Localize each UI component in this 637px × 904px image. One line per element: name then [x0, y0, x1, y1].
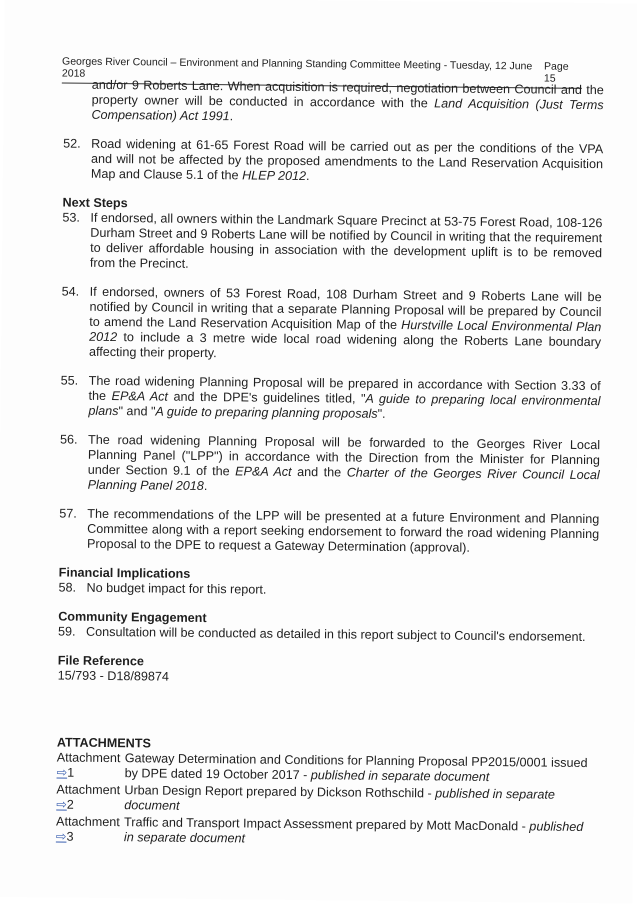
continued-paragraphs: and/or 9 Roberts Lane. When acquisition … [63, 78, 604, 188]
paragraph-number: 58. [58, 580, 77, 595]
text-run: " and " [118, 404, 156, 419]
attachment-link[interactable]: ⇨1 [57, 765, 125, 781]
paragraph-number: 52. [63, 136, 81, 151]
paragraph: 55. The road widening Planning Proposal w… [60, 373, 601, 424]
attachment-number[interactable]: 1 [67, 765, 75, 780]
attachment-number[interactable]: 2 [66, 797, 74, 812]
text-run: . [229, 109, 234, 124]
attachment-label-text: Attachment [56, 750, 121, 766]
text-run: to include a 3 metre wide local road wid… [88, 330, 602, 361]
text-run: EP&A Act [235, 464, 292, 479]
paragraph-text: If endorsed, all owners within the Landm… [90, 211, 603, 276]
attachment-arrow-icon[interactable]: ⇨ [56, 765, 68, 780]
attachment-label: Attachment⇨2 [56, 782, 124, 813]
page-number: Page 15 [543, 60, 569, 85]
text-run: EP&A Act [111, 389, 169, 404]
attachment-label-text: Attachment [56, 782, 121, 798]
text-run: . [305, 169, 310, 184]
text-run: and the DPE's guidelines titled, " [167, 389, 366, 406]
paragraph-text: If endorsed, owners of 53 Forest Road, 1… [89, 285, 602, 365]
paragraph-text: Road widening at 61-65 Forest Road will … [91, 137, 603, 187]
paragraph-number: 56. [60, 432, 78, 447]
text-run: Road widening at 61-65 Forest Road will … [90, 136, 604, 183]
attachment-description: Gateway Determination and Conditions for… [125, 751, 597, 786]
text-run: The recommendations of the LPP will be p… [86, 506, 600, 555]
paragraph-text: and/or 9 Roberts Lane. When acquisition … [91, 78, 603, 128]
paragraph-text: The road widening Planning Proposal will… [88, 433, 601, 498]
paragraph-number: 57. [59, 506, 77, 521]
text-run: HLEP 2012 [242, 168, 307, 184]
attachment-link[interactable]: ⇨3 [56, 829, 124, 845]
paragraph-number: 53. [62, 210, 81, 225]
attachment-number[interactable]: 3 [66, 829, 74, 844]
paragraph: 53. If endorsed, all owners within the La… [62, 210, 603, 276]
paragraph: and/or 9 Roberts Lane. When acquisition … [63, 78, 603, 129]
paragraph: 54. If endorsed, owners of 53 Forest Road… [61, 284, 602, 365]
text-run: ". [377, 406, 386, 421]
attachment-arrow-icon[interactable]: ⇨ [56, 797, 67, 812]
paragraph-number [63, 78, 91, 123]
document-body: and/or 9 Roberts Lane. When acquisition … [56, 78, 604, 853]
paragraph: 56. The road widening Planning Proposal w… [60, 432, 601, 498]
attachment-link[interactable]: ⇨2 [56, 797, 124, 813]
paragraph-number: 59. [58, 624, 76, 639]
paragraph-number: 54. [61, 284, 80, 299]
text-run: . [203, 478, 208, 494]
attachment-arrow-icon[interactable]: ⇨ [55, 829, 67, 844]
paragraph-number: 55. [60, 373, 79, 388]
paragraph-text: The recommendations of the LPP will be p… [87, 507, 599, 557]
paragraph-text: The road widening Planning Proposal will… [88, 374, 600, 424]
attachment-label: Attachment⇨1 [57, 750, 125, 781]
paragraph: 52. Road widening at 61-65 Forest Road wi… [63, 137, 603, 188]
attachment-description: Traffic and Transport Impact Assessment … [124, 815, 596, 850]
next-steps-paragraphs: 53. If endorsed, all owners within the La… [59, 210, 603, 557]
paragraph: 57. The recommendations of the LPP will b… [59, 506, 599, 557]
text-run: published in separate document [310, 768, 490, 785]
attachment-label: Attachment⇨3 [56, 814, 124, 845]
text-run: A guide to preparing planning proposals [155, 404, 378, 421]
text-run: If endorsed, all owners within the Landm… [89, 210, 603, 271]
text-run: and the [291, 464, 347, 480]
attachment-label-text: Attachment [56, 814, 120, 830]
attachment-description: Urban Design Report prepared by Dickson … [124, 783, 596, 818]
